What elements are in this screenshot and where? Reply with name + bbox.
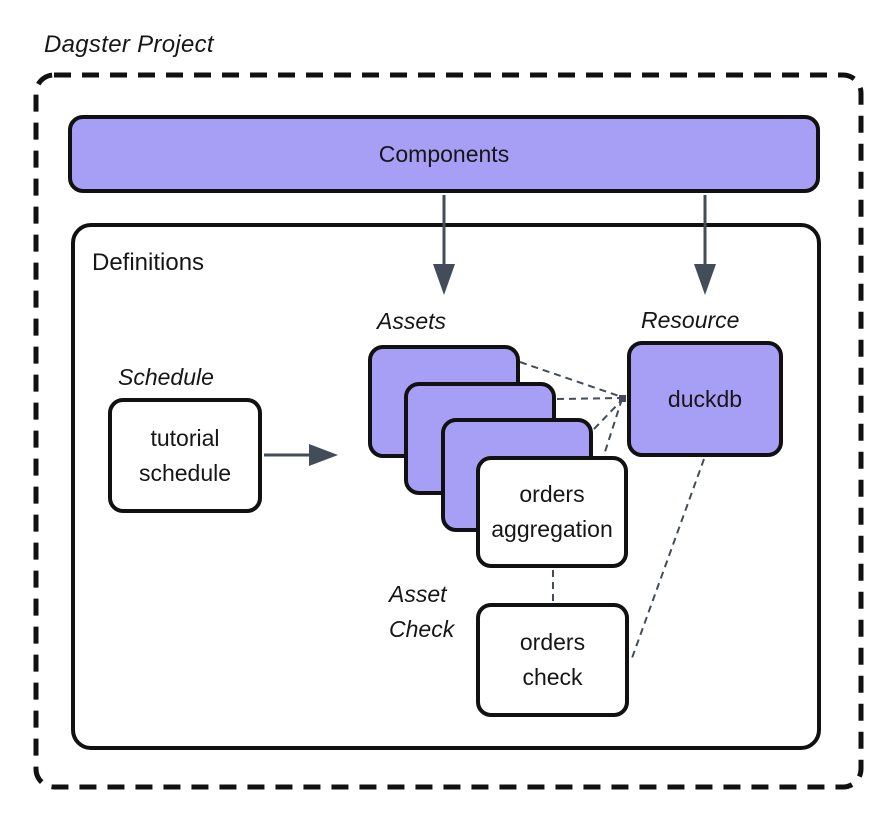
components-label: Components <box>378 140 510 167</box>
tutorial-schedule-label: tutorial schedule <box>138 424 232 486</box>
schedule-caption: Schedule <box>118 364 214 390</box>
assets-caption: Assets <box>377 308 447 334</box>
duckdb-label: duckdb <box>667 385 743 412</box>
orders-aggregation-label: orders aggregation <box>491 481 613 542</box>
duckdb-resource-node: duckdb <box>627 341 783 457</box>
components-bar: Components <box>68 115 820 193</box>
definitions-label: Definitions <box>92 249 205 276</box>
orders-aggregation-node: orders aggregation <box>476 456 628 568</box>
orders-check-node: orders check <box>476 603 629 717</box>
diagram-title: Dagster Project <box>44 31 214 58</box>
orders-check-label: orders check <box>519 629 586 690</box>
asset-check-caption: Asset Check <box>389 581 455 642</box>
resource-caption: Resource <box>641 307 740 333</box>
tutorial-schedule-node: tutorial schedule <box>108 398 262 513</box>
